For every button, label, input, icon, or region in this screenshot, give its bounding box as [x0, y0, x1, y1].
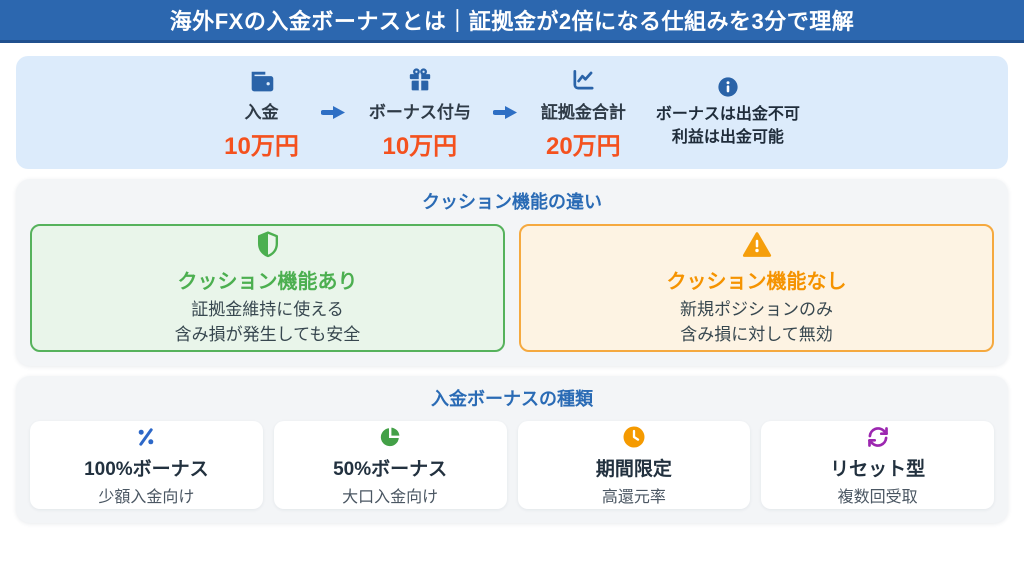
bonus-card-limited-time: 期間限定 高還元率	[517, 421, 751, 509]
cushion-card-heading: クッション機能あり	[177, 270, 358, 293]
percent-icon	[134, 425, 158, 449]
bonus-types-section-title: 入金ボーナスの種類	[431, 389, 593, 409]
cushion-card-line: 含み損に対して無効	[680, 325, 833, 344]
bonus-card-heading: 期間限定	[595, 459, 672, 480]
flow-step-total-margin: 証拠金合計 20万円	[541, 65, 626, 161]
note-line: ボーナスは出金不可	[655, 105, 800, 123]
clock-icon	[622, 425, 646, 449]
cushion-cards-row: クッション機能あり 証拠金維持に使える 含み損が発生しても安全 クッション機能な…	[30, 224, 994, 352]
bonus-card-heading: 100%ボーナス	[84, 459, 209, 480]
shield-icon	[255, 230, 281, 259]
bonus-card-reset-type: リセット型 複数回受取	[761, 421, 994, 509]
cushion-card-with: クッション機能あり 証拠金維持に使える 含み損が発生しても安全	[30, 224, 505, 352]
bonus-card-subtitle: 少額入金向け	[98, 489, 195, 506]
cushion-card-line: 新規ポジションのみ	[680, 299, 833, 319]
flow-step-label: 証拠金合計	[540, 102, 626, 122]
gift-icon	[407, 65, 433, 93]
bonus-card-heading: 50%ボーナス	[333, 459, 448, 480]
bonus-card-heading: リセット型	[830, 459, 926, 480]
chart-line-icon	[570, 65, 597, 93]
bonus-card-subtitle: 高還元率	[601, 489, 666, 506]
bonus-card-50-percent: 50%ボーナス 大口入金向け	[273, 421, 507, 509]
cushion-section: クッション機能の違い クッション機能あり 証拠金維持に使える 含み損が発生しても…	[16, 179, 1008, 366]
cushion-card-line: 含み損が発生しても安全	[174, 325, 361, 344]
pie-chart-icon	[378, 425, 402, 449]
bonus-card-subtitle: 複数回受取	[837, 489, 918, 506]
bonus-types-section: 入金ボーナスの種類 100%ボーナス 少額入金向け	[16, 376, 1008, 523]
bonus-card-100-percent: 100%ボーナス 少額入金向け	[30, 421, 263, 509]
info-icon	[717, 76, 739, 98]
flow-step-amount: 10万円	[224, 132, 299, 160]
warning-icon	[742, 231, 772, 259]
arrow-right-icon	[320, 104, 347, 121]
cushion-card-heading: クッション機能なし	[666, 270, 847, 293]
deposit-flow-panel: 入金 10万円 ボーナス付与 10万円	[16, 56, 1008, 169]
cushion-section-title: クッション機能の違い	[422, 192, 602, 212]
arrow-right-icon	[492, 104, 519, 121]
bonus-card-subtitle: 大口入金向け	[342, 489, 439, 506]
flow-step-bonus: ボーナス付与 10万円	[369, 65, 471, 161]
note-line: 利益は出金可能	[671, 129, 784, 146]
cushion-card-line: 証拠金維持に使える	[191, 299, 344, 319]
page-title: 海外FXの入金ボーナスとは｜証拠金が2倍になる仕組みを3分で理解	[169, 9, 855, 34]
flow-step-label: ボーナス付与	[368, 102, 471, 122]
title-bar: 海外FXの入金ボーナスとは｜証拠金が2倍になる仕組みを3分で理解	[0, 0, 1024, 43]
bonus-cards-row: 100%ボーナス 少額入金向け 50%ボーナス 大口入金向け	[30, 421, 994, 509]
wallet-icon	[248, 65, 275, 93]
flow-step-amount: 10万円	[382, 132, 458, 160]
refresh-icon	[866, 425, 890, 449]
withdrawal-note: ボーナスは出金不可 利益は出金可能	[656, 76, 800, 149]
flow-step-label: 入金	[244, 102, 279, 122]
flow-step-deposit: 入金 10万円	[224, 65, 299, 161]
cushion-card-without: クッション機能なし 新規ポジションのみ 含み損に対して無効	[519, 224, 994, 352]
flow-step-amount: 20万円	[545, 132, 621, 160]
